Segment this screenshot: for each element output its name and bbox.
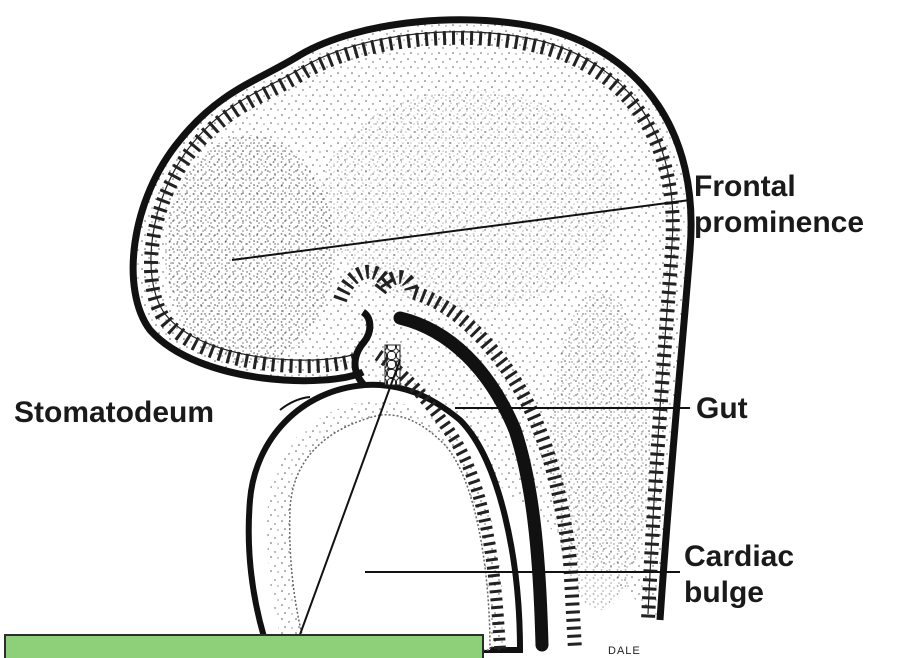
- label-prominence: prominence: [694, 206, 864, 239]
- label-bulge: bulge: [684, 576, 764, 609]
- artist-signature: DALE: [608, 645, 641, 657]
- label-frontal: Frontal: [694, 170, 796, 203]
- answer-box: [4, 634, 484, 658]
- label-gut: Gut: [696, 392, 748, 425]
- label-stomatodeum: Stomatodeum: [14, 396, 214, 429]
- label-cardiac: Cardiac: [684, 540, 794, 573]
